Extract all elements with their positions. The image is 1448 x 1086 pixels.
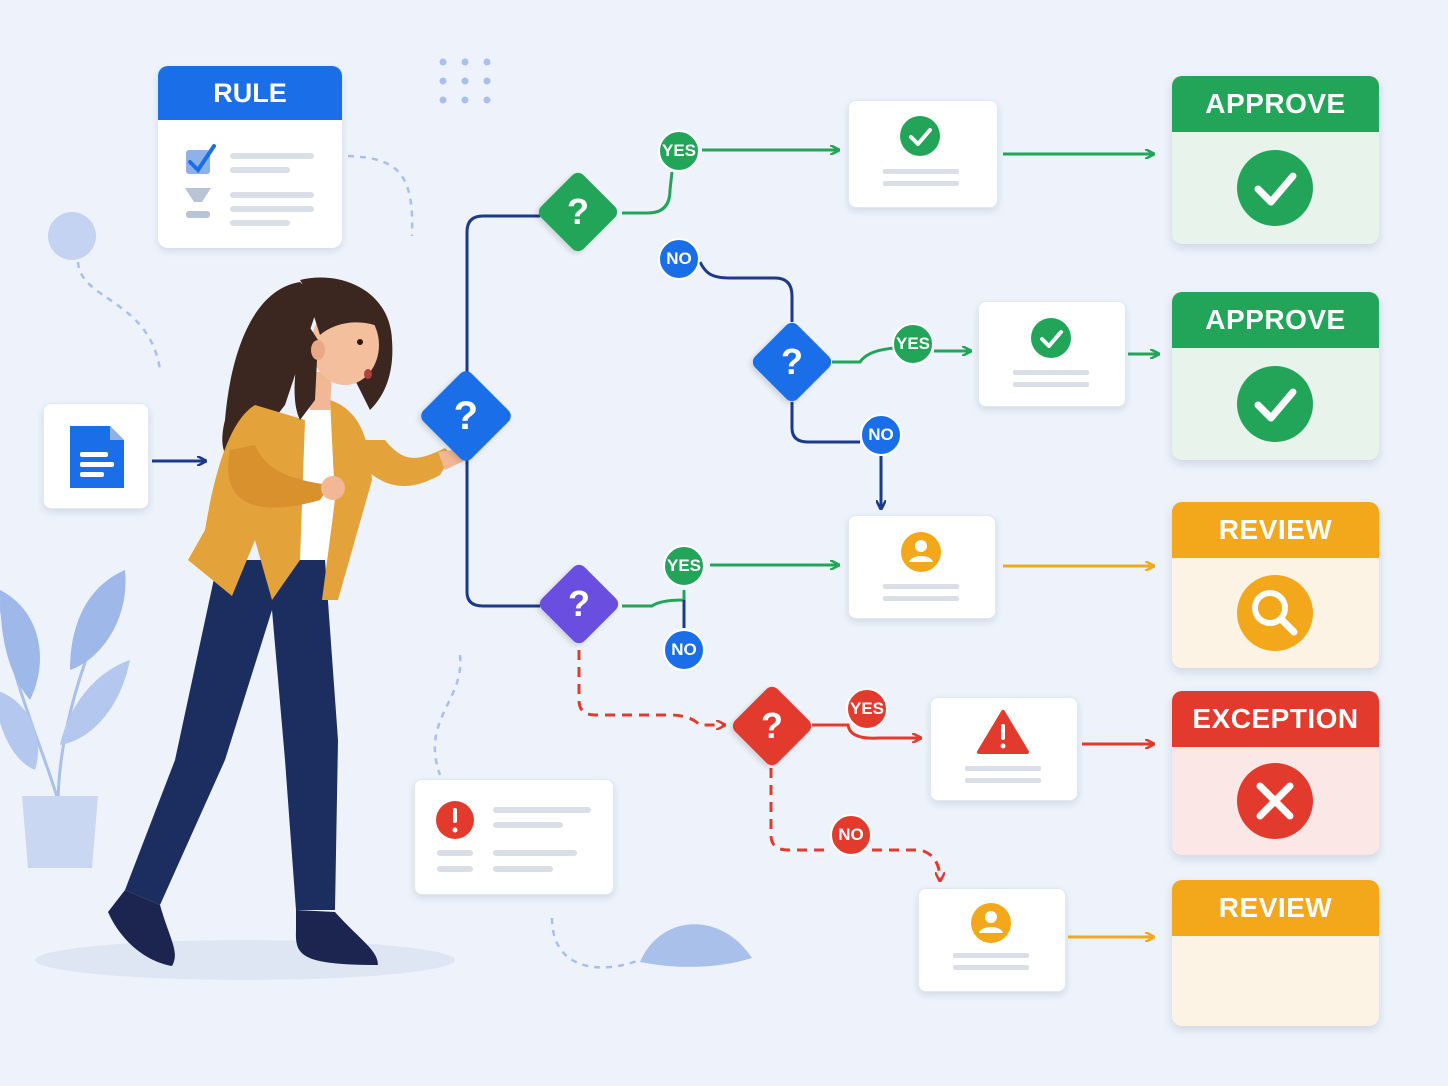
decision-symbol: ? (781, 341, 803, 382)
result-card-review (918, 888, 1066, 992)
connector-d2-yes (622, 171, 674, 215)
outcome-title: REVIEW (1172, 880, 1379, 936)
badge-no: NO (658, 238, 700, 280)
badge-yes: YES (892, 323, 934, 365)
input-document-card (43, 403, 149, 509)
check-icon (1237, 150, 1313, 226)
decorative-dashed-curve (433, 654, 462, 776)
outcome-review: REVIEW (1172, 880, 1379, 1026)
result-card-exception (930, 697, 1078, 801)
decorative-circle (48, 212, 96, 260)
user-icon (953, 903, 1029, 970)
exclamation-icon (436, 801, 474, 839)
decision-symbol: ? (761, 705, 783, 746)
badge-yes: YES (658, 130, 700, 172)
connector-d1-down (465, 460, 540, 608)
outcome-title: EXCEPTION (1172, 691, 1379, 747)
badge-yes: YES (846, 688, 888, 730)
rule-card: RULE (158, 66, 342, 248)
funnel-icon (185, 188, 211, 218)
result-card-approved (978, 301, 1126, 407)
outcome-approve: APPROVE (1172, 76, 1379, 244)
connector-d5-yes (812, 723, 920, 738)
outcome-review: REVIEW (1172, 502, 1379, 668)
outcome-exception: EXCEPTION (1172, 691, 1379, 855)
alert-note-content (436, 801, 591, 872)
check-icon (1237, 366, 1313, 442)
decorative-dashed-curve (347, 154, 414, 237)
checkbox-checked-icon (186, 144, 216, 174)
connector-d3-yes (832, 346, 896, 364)
alert-note-card (414, 779, 614, 895)
cross-icon (1237, 763, 1313, 839)
connector-d2-no (698, 261, 794, 322)
rule-card-title: RULE (158, 66, 342, 120)
rule-checklist (185, 144, 314, 226)
connector-d1-up (465, 214, 540, 372)
connector-d4-yes (622, 590, 686, 608)
connector-d3-no (790, 402, 860, 444)
decision-symbol: ? (568, 583, 590, 624)
check-circle-icon (883, 116, 959, 186)
result-card-approved (848, 100, 998, 208)
document-icon (70, 426, 124, 488)
connector-d5-no-dashed (769, 768, 940, 880)
badge-no: NO (830, 814, 872, 856)
outcome-title: REVIEW (1172, 502, 1379, 558)
result-card-review (848, 515, 996, 619)
check-circle-icon (1013, 318, 1089, 387)
decorative-dashed-curve (550, 917, 641, 969)
badge-yes: YES (663, 545, 705, 587)
plant-decoration (0, 570, 130, 868)
dot-grid-decoration (439, 58, 491, 104)
decision-symbol: ? (453, 393, 479, 438)
outcome-title: APPROVE (1172, 292, 1379, 348)
outcome-approve: APPROVE (1172, 292, 1379, 460)
badge-no: NO (860, 414, 902, 456)
badge-no: NO (663, 629, 705, 671)
outcome-title: APPROVE (1172, 76, 1379, 132)
user-icon (883, 532, 959, 601)
connector-d4-down-dashed (577, 650, 724, 725)
woman-illustration (108, 277, 475, 966)
decision-symbol: ? (567, 191, 589, 232)
ground-shadow (35, 940, 455, 980)
leaf-decoration (640, 924, 752, 967)
decorative-dashed-curve (76, 261, 162, 371)
warning-icon (965, 710, 1041, 783)
magnifier-icon (1237, 575, 1313, 651)
